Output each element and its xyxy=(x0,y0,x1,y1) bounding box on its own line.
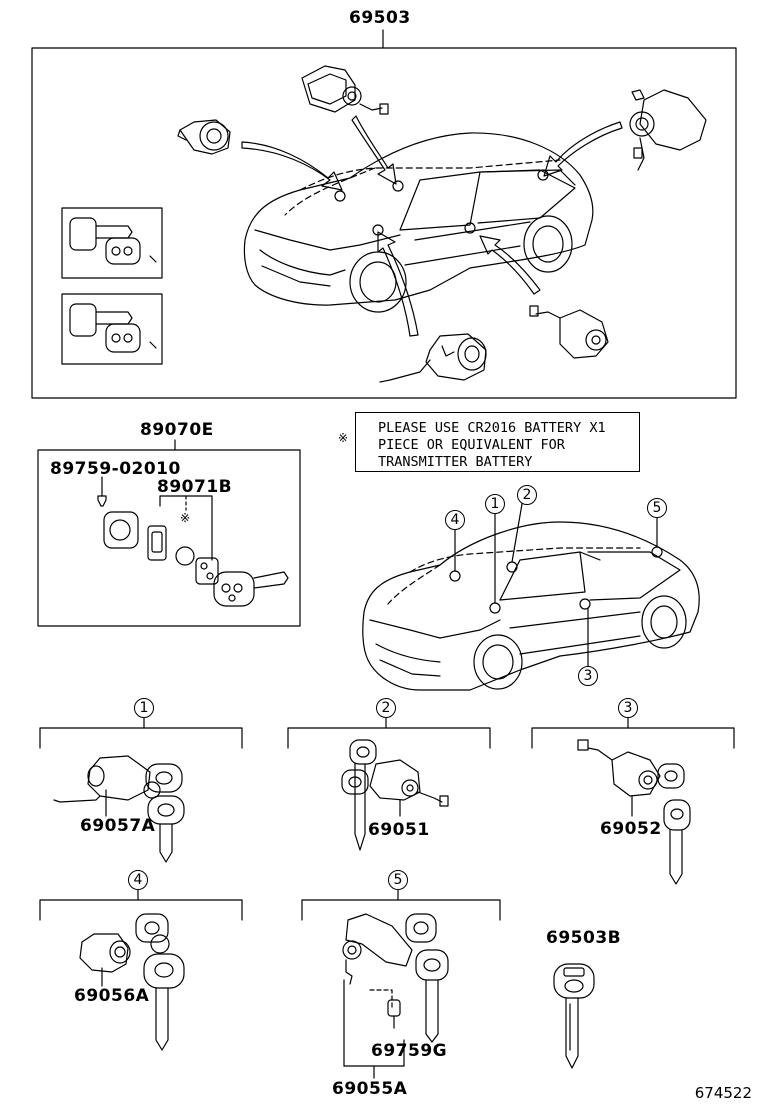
transmitter-frame xyxy=(37,449,301,627)
section-callout-3: 3 xyxy=(618,698,638,718)
top-door-lock-left xyxy=(301,65,389,115)
part-69057A-drawing xyxy=(53,755,185,863)
section-1-bracket xyxy=(39,727,243,749)
transmitter-parts xyxy=(103,511,289,607)
part-label-69055A: 69055A xyxy=(332,1079,408,1099)
battery-note-marker-small: ※ xyxy=(180,511,191,525)
battery-note-line-3: TRANSMITTER BATTERY xyxy=(378,454,533,470)
section-3-bracket xyxy=(531,727,735,749)
section-callout-4: 4 xyxy=(128,870,148,890)
section-callout-1: 1 xyxy=(134,698,154,718)
top-car-illustration xyxy=(243,132,594,313)
top-assembly-frame xyxy=(31,47,737,399)
part-69055A-drawing xyxy=(342,913,449,1079)
key-box-1 xyxy=(61,207,163,279)
case-label: 89071B xyxy=(157,477,233,497)
part-69052-drawing xyxy=(577,739,691,885)
part-label-69503B: 69503B xyxy=(546,928,622,948)
location-callout-4: 4 xyxy=(445,510,465,530)
top-rear-door-lock xyxy=(529,305,609,359)
diagram-code: 674522 xyxy=(694,1084,752,1102)
location-callout-5: 5 xyxy=(647,498,667,518)
section-callout-2: 2 xyxy=(376,698,396,718)
screw-shape xyxy=(97,495,107,507)
part-label-69051: 69051 xyxy=(368,820,430,840)
top-ignition-lock xyxy=(379,333,487,383)
part-label-69052: 69052 xyxy=(600,819,662,839)
middle-car-illustration xyxy=(362,521,700,691)
part-69056A-drawing xyxy=(79,913,185,1051)
key-box-2 xyxy=(61,293,163,365)
part-label-69056A: 69056A xyxy=(74,986,150,1006)
battery-note-line-1: PLEASE USE CR2016 BATTERY X1 xyxy=(378,420,606,436)
location-callout-3: 3 xyxy=(578,666,598,686)
section-4-bracket xyxy=(39,899,243,921)
location-callout-1: 1 xyxy=(485,494,505,514)
top-door-lock-right xyxy=(629,89,707,171)
top-group-label: 69503 xyxy=(349,8,411,28)
battery-note-line-2: PIECE OR EQUIVALENT FOR xyxy=(378,437,565,453)
part-69051-drawing xyxy=(341,739,449,851)
battery-note-box: PLEASE USE CR2016 BATTERY X1 PIECE OR EQ… xyxy=(355,412,640,472)
section-callout-5: 5 xyxy=(388,870,408,890)
transmitter-group-label: 89070E xyxy=(140,420,214,440)
section-2-bracket xyxy=(287,727,491,749)
part-label-69759G: 69759G xyxy=(371,1041,448,1061)
middle-car-leaders xyxy=(454,503,658,667)
top-trunk-lock xyxy=(177,119,231,155)
location-callout-2: 2 xyxy=(517,485,537,505)
section-5-bracket xyxy=(301,899,501,921)
battery-note-marker: ※ xyxy=(338,431,349,445)
part-69503B-drawing xyxy=(553,963,595,1069)
top-arrows xyxy=(241,115,623,337)
screw-label: 89759-02010 xyxy=(50,459,181,479)
part-label-69057A: 69057A xyxy=(80,816,156,836)
